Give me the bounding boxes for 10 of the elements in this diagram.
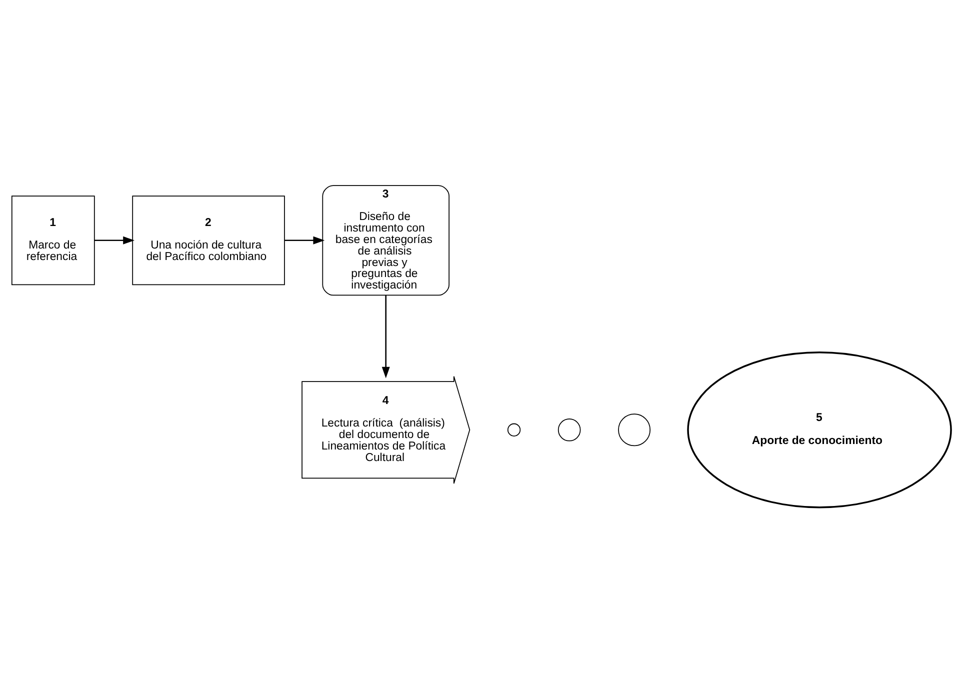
node-box: 2 Una noción de cultura del Pacífico colombiano (132, 195, 285, 285)
node-ellipse: 5 Aporte de conocimiento (687, 351, 952, 508)
node-box: 3 Diseño de instrumento con base en categorías de análisis previas y preguntas de investigación (322, 184, 450, 296)
node-box: 1 Marco de referencia (11, 195, 95, 285)
node-circle (507, 422, 521, 436)
arrow (94, 236, 135, 244)
node-circle (618, 413, 651, 446)
arrow (382, 294, 390, 378)
arrow (284, 236, 325, 244)
node-circle (558, 418, 581, 441)
